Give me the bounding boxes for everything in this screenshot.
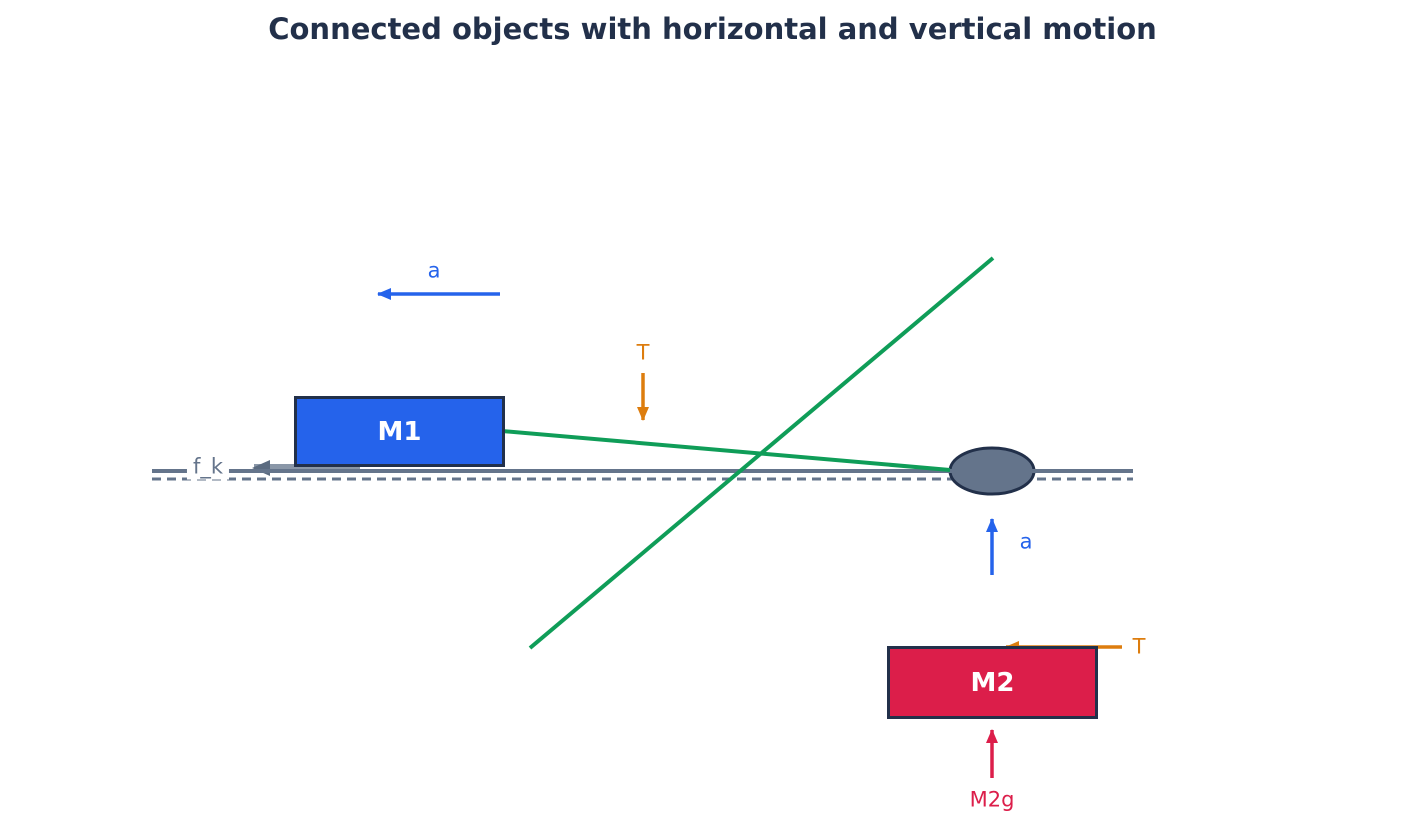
weight-label-m2: M2g (969, 787, 1015, 812)
block-m1: M1 (294, 396, 505, 467)
accel-label-m1: a (427, 258, 441, 283)
friction-label: f_k (186, 454, 230, 480)
accel-label-m2: a (1019, 529, 1033, 554)
block-m2: M2 (887, 646, 1098, 719)
block-m1-label: M1 (377, 416, 422, 447)
tension-label-m2: T (1132, 634, 1146, 659)
tension-label-mid: T (636, 340, 650, 365)
rope-diagonal (528, 256, 995, 650)
figure-title: Connected objects with horizontal and ve… (268, 12, 1157, 46)
rope-m1-pulley (501, 429, 951, 472)
block-m2-label: M2 (970, 667, 1015, 698)
